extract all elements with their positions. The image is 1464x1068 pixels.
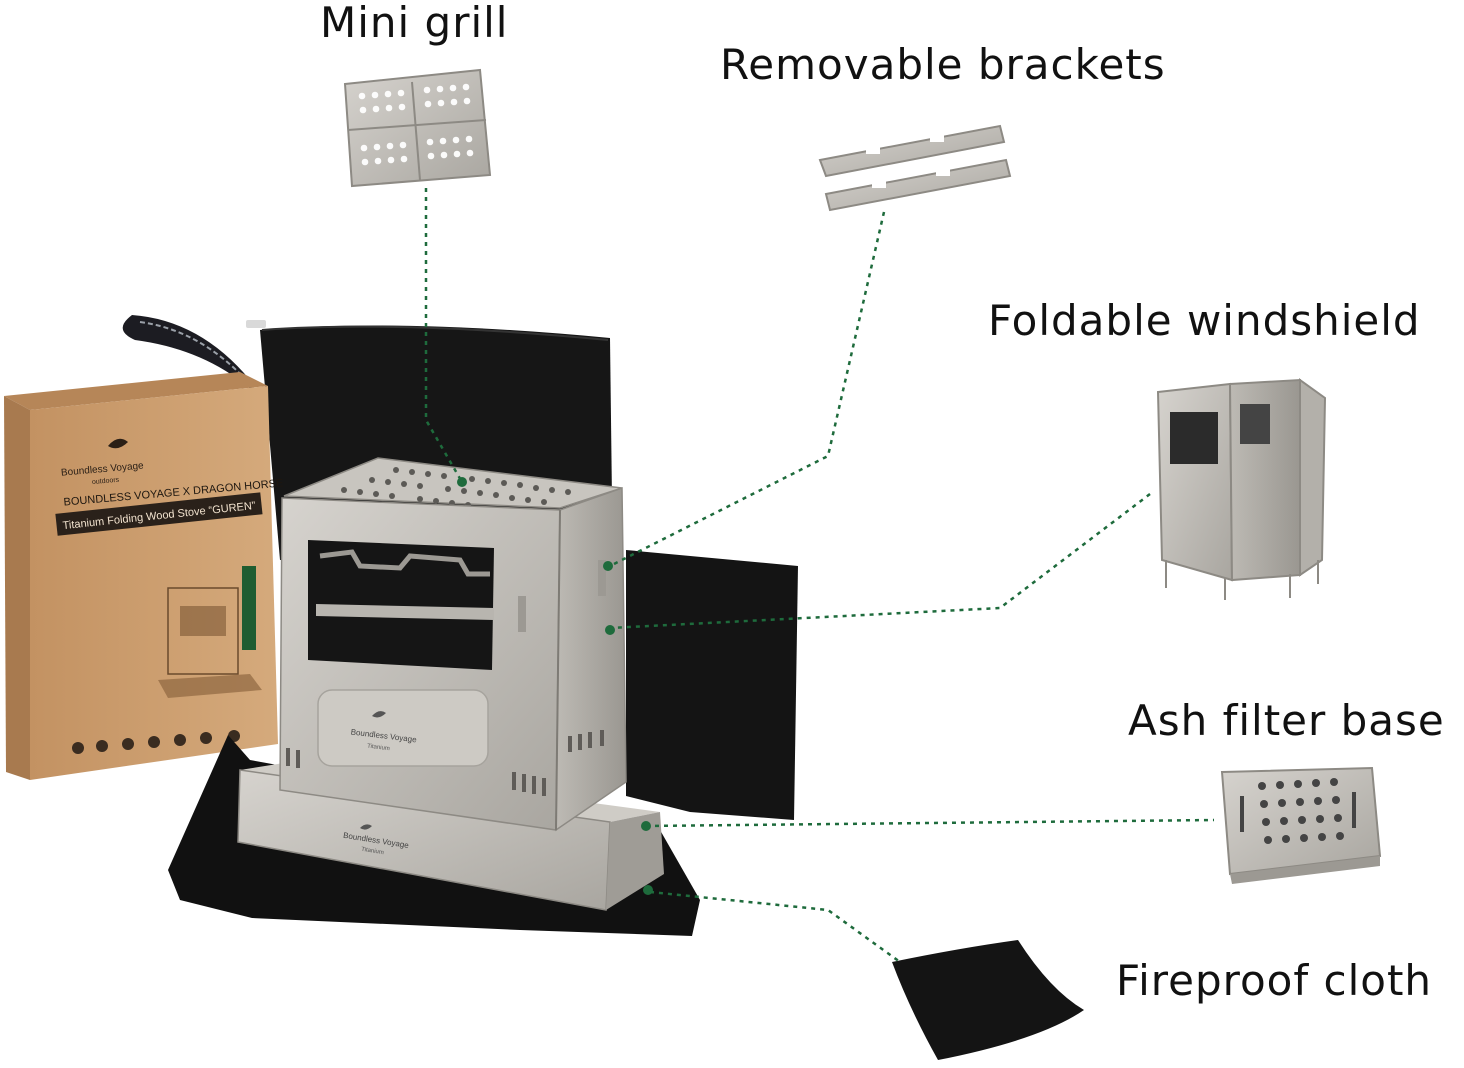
carry-bag-strap bbox=[122, 315, 258, 396]
label-ash-filter-base: Ash filter base bbox=[1128, 696, 1445, 745]
leader-ash-base bbox=[645, 818, 1215, 828]
leader-brackets bbox=[609, 211, 886, 568]
stove-material: Titanium bbox=[367, 744, 390, 753]
base-material: Titanium bbox=[361, 847, 384, 856]
label-mini-grill: Mini grill bbox=[320, 0, 509, 47]
label-fireproof-cloth: Fireproof cloth bbox=[1116, 956, 1433, 1005]
leader-lines bbox=[424, 188, 1215, 964]
label-removable-brackets: Removable brackets bbox=[720, 40, 1166, 89]
box-brand-sub: outdoors bbox=[92, 477, 120, 486]
label-foldable-windshield: Foldable windshield bbox=[988, 296, 1421, 345]
leader-mini-grill bbox=[424, 188, 464, 483]
windshield-pouch bbox=[626, 550, 798, 820]
stove-body: Boundless Voyage Titanium bbox=[279, 457, 627, 832]
fireproof-cloth-swatch bbox=[892, 940, 1084, 1060]
mini-grill-image bbox=[343, 68, 492, 188]
leader-dots bbox=[457, 477, 653, 895]
product-box: Boundless Voyage outdoors BOUNDLESS VOYA… bbox=[4, 372, 284, 780]
removable-brackets-image bbox=[818, 124, 1012, 212]
foldable-windshield-image bbox=[1156, 378, 1327, 600]
ash-filter-base-image bbox=[1220, 766, 1382, 884]
